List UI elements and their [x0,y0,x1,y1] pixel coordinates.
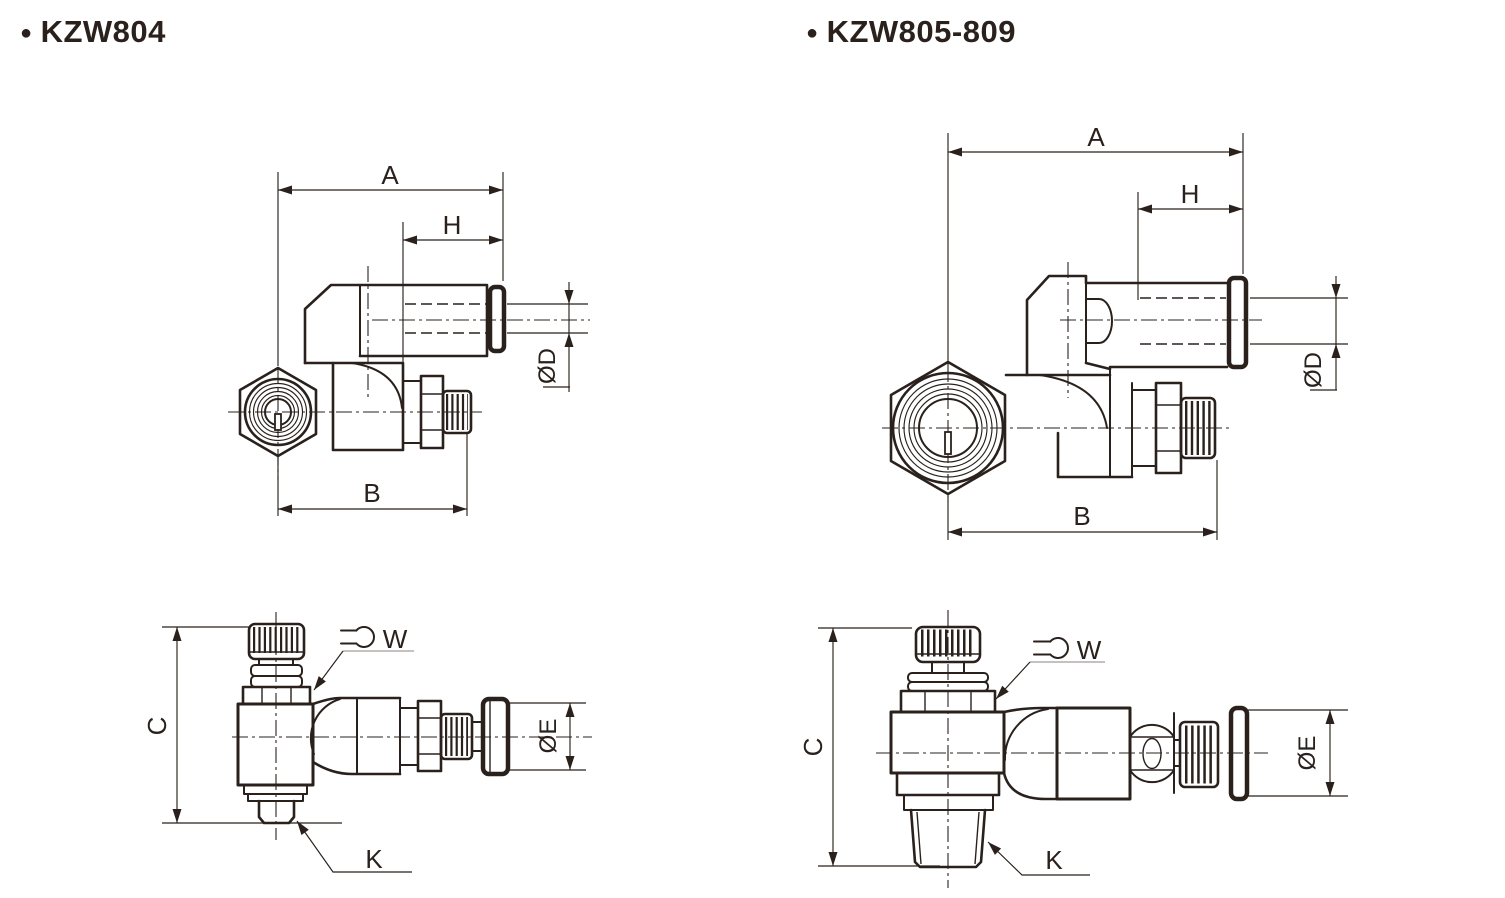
figure-title-kzw804: ● KZW804 [20,14,166,50]
centerlines [876,610,1268,888]
screwdriver-slot [274,413,282,431]
dimension-h: H [402,210,503,370]
wrench-icon [340,626,375,648]
dim-label-a: A [1087,122,1105,152]
dimension-a: A [277,160,504,366]
dimension-c: C [142,626,342,824]
bullet-icon: ● [806,22,819,44]
release-collar [1228,705,1250,802]
thread-callout: K [987,841,1090,876]
dim-label-k: K [365,844,383,874]
push-in-fitting [309,696,511,777]
dim-label-h: H [1181,179,1200,209]
release-collar [1226,275,1249,370]
screwdriver-slot [944,431,952,455]
hex-nut-end-view [889,360,1007,496]
dim-label-b: B [1073,501,1090,531]
knurled-collar [439,712,474,761]
dim-label-dia-e: ØE [1294,736,1321,771]
bullet-icon: ● [20,22,33,44]
figure-title-text: KZW804 [40,14,166,49]
dimension-a: A [947,122,1244,366]
male-thread [909,808,987,869]
dim-label-dia-e: ØE [535,719,562,754]
dim-label-a: A [381,160,399,190]
dimension-dia-e: ØE [1248,709,1348,797]
dim-label-dia-d: ØD [534,348,561,384]
dimension-c: C [798,627,940,867]
wrench-callout: W [995,635,1105,700]
dimension-dia-d: ØD [1250,276,1348,391]
dim-label-b: B [363,478,380,508]
needle-valve-stack [1131,381,1217,475]
hex-nut-end-view [238,366,318,458]
dim-label-c: C [142,717,172,736]
release-collar [487,284,507,354]
dim-label-w: W [1077,635,1102,665]
elbow-body-outline [303,283,489,452]
bottom-port [257,799,296,825]
knurled-knob [1179,396,1217,460]
dim-label-w: W [383,624,408,654]
knurled-knob [441,389,473,435]
wrench-callout: W [313,624,414,691]
dimension-b: B [277,434,468,516]
kzw804-top-view: A H B [228,160,590,516]
dimension-b: B [947,460,1218,540]
wrench-icon [1033,637,1069,659]
dimension-dia-e: ØE [508,702,586,771]
kzw805-809-top-view: A H B [882,122,1348,540]
dim-label-k: K [1045,845,1063,875]
adjustment-knob-stack [889,625,1006,869]
kzw805-809-side-view: C [798,610,1348,888]
release-collar [480,696,511,777]
figure-title-kzw805-809: ● KZW805-809 [806,14,1016,50]
elbow-body-outline [1004,274,1229,479]
push-in-fitting [1002,705,1250,802]
knurled-collar [1178,720,1220,789]
thread-callout: K [296,820,412,874]
dim-label-dia-d: ØD [1300,352,1327,388]
dim-label-h: H [443,210,462,240]
figure-title-text: KZW805-809 [826,14,1016,49]
dim-label-c: C [798,738,828,757]
needle-valve-stack [402,374,473,450]
kzw804-side-view: C [142,612,592,874]
dimension-dia-d: ØD [507,282,588,392]
valve-body [236,702,315,787]
adjustment-knob-stack [236,622,315,825]
